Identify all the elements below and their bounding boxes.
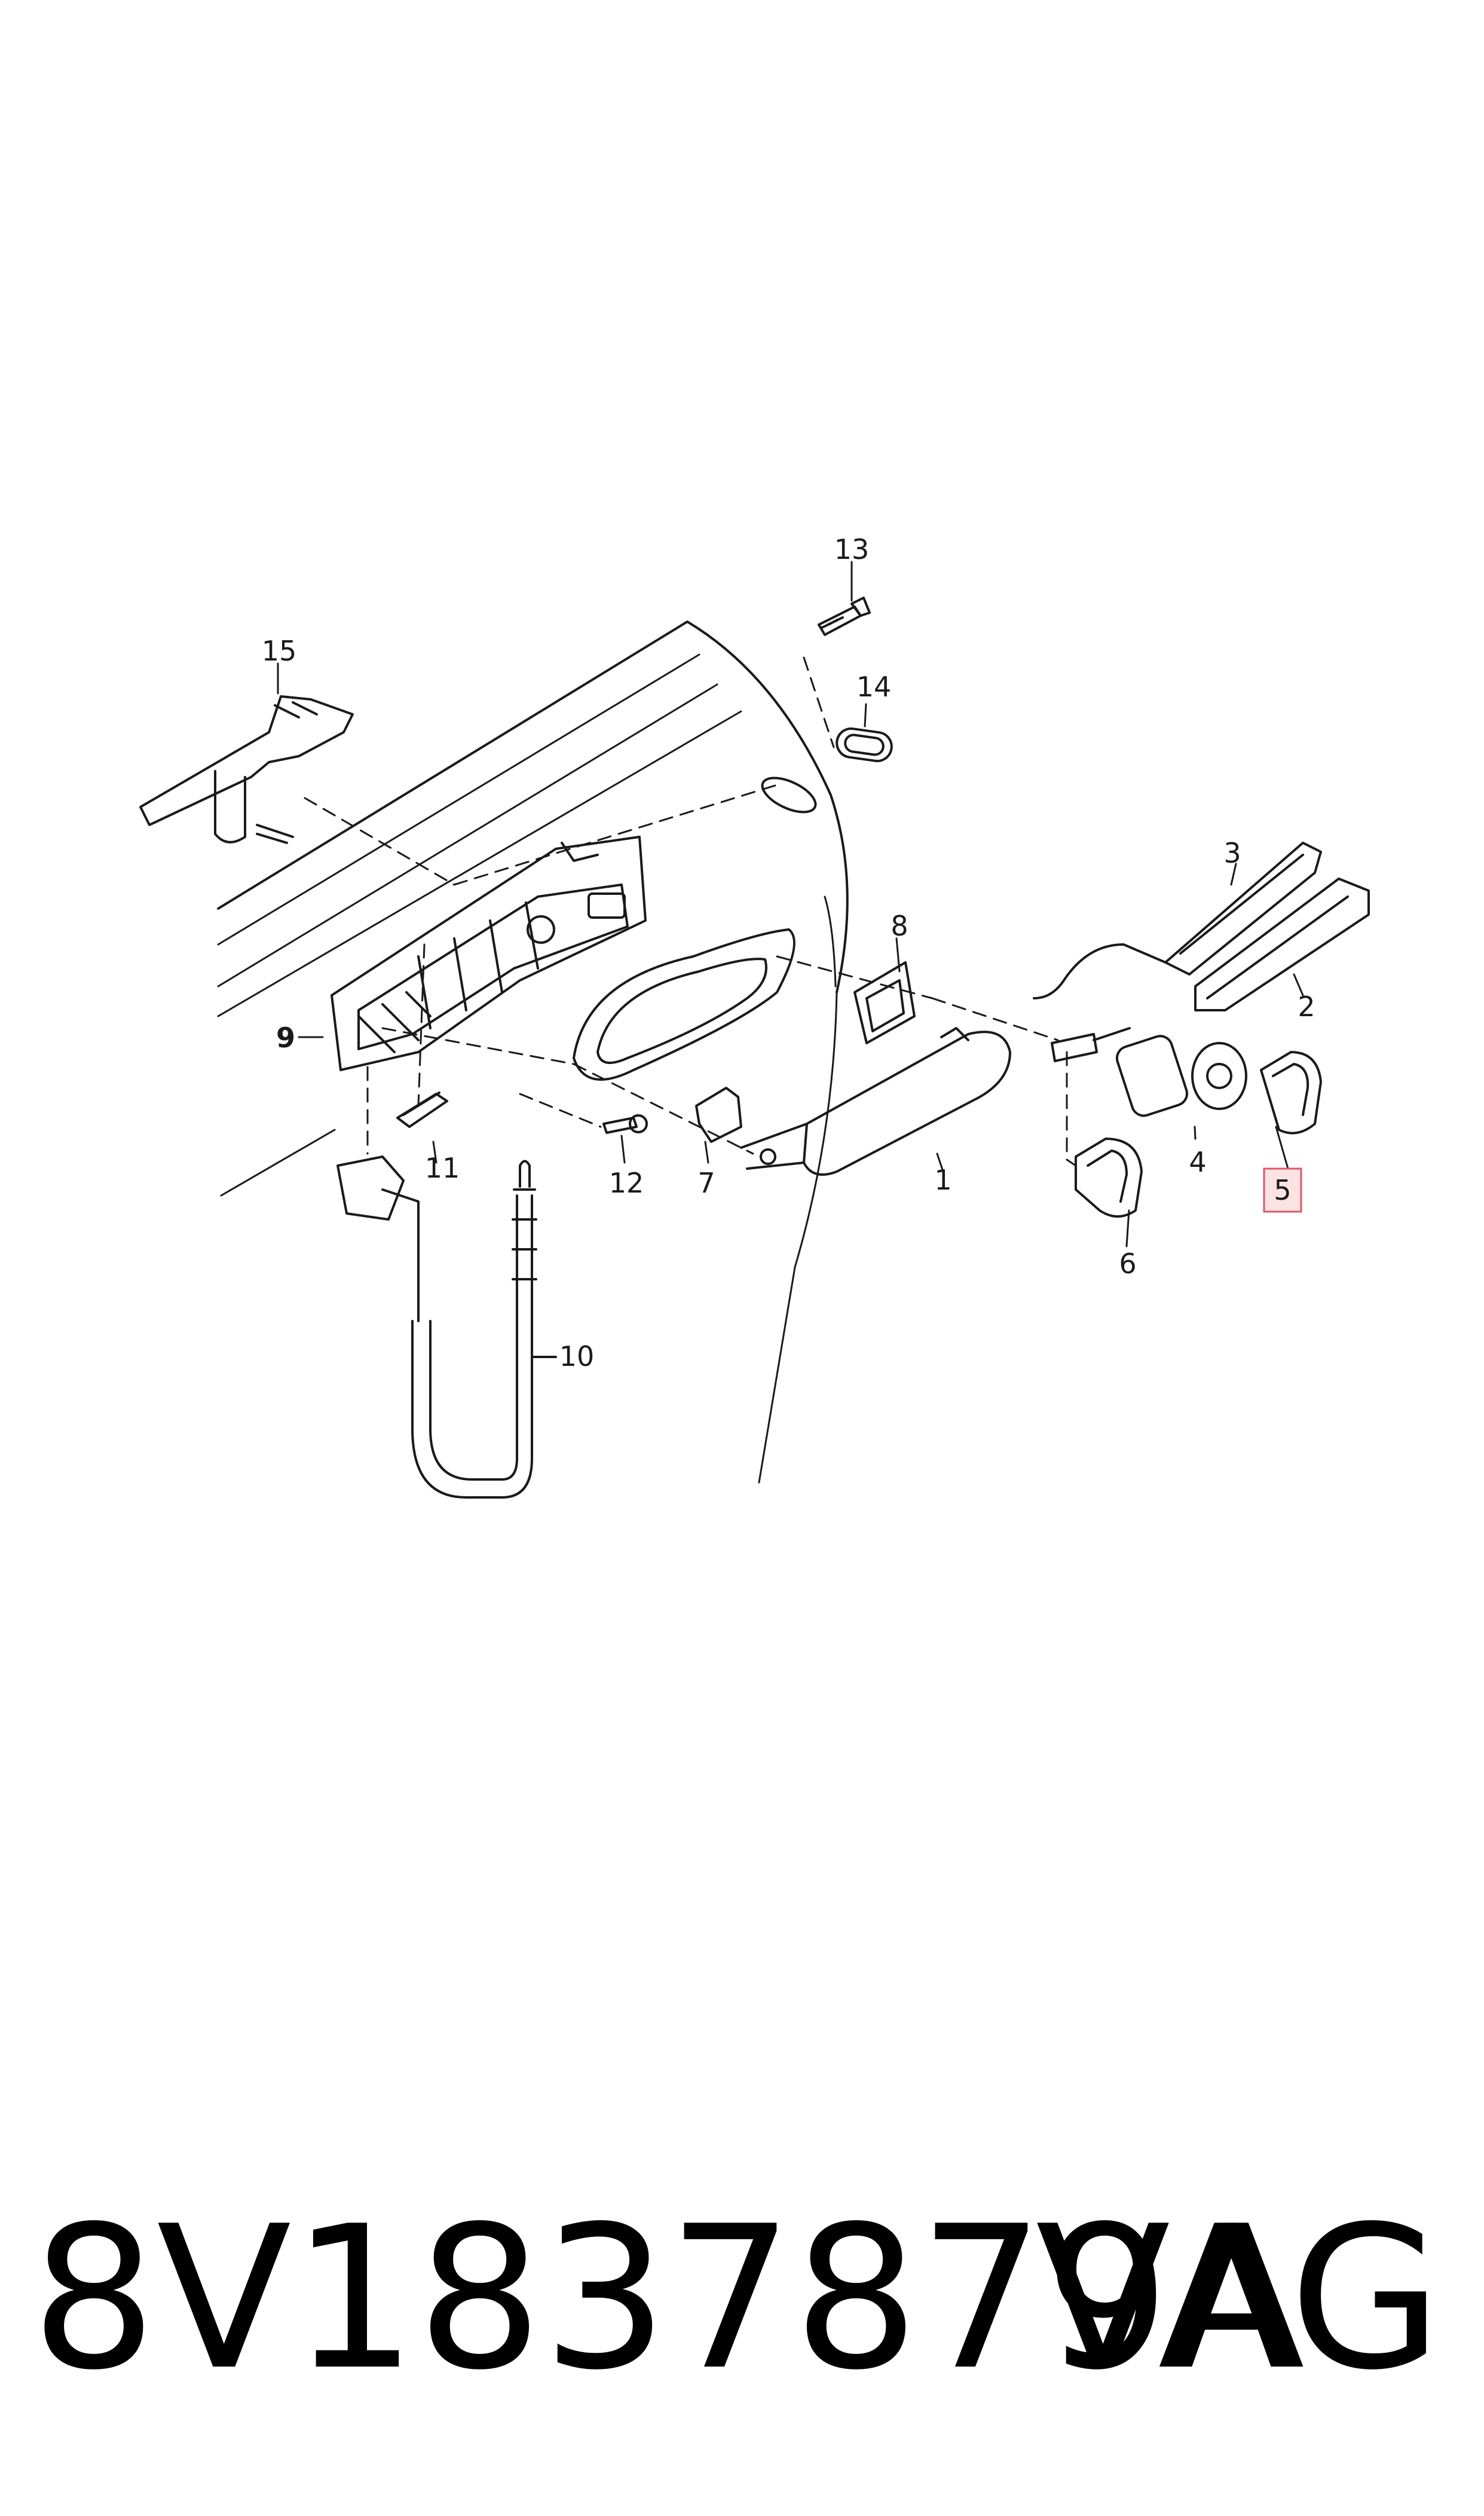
- clip-part-11: [396, 1092, 448, 1128]
- callout-5: 5: [1274, 1174, 1291, 1206]
- clip-part-7: [695, 1087, 742, 1143]
- callout-13: 13: [834, 533, 870, 565]
- callout-9: 9: [276, 1022, 295, 1054]
- screw-part-13: [818, 597, 871, 636]
- outer-handle-part-1: [740, 1027, 1011, 1176]
- callout-3: 3: [1223, 837, 1241, 869]
- handle-recess-plate: [573, 928, 795, 1081]
- sensor-strip-part-2: [1194, 878, 1370, 1011]
- callout-6: 6: [1119, 1248, 1136, 1280]
- door-panel: [217, 620, 849, 1484]
- callout-leaders: [277, 561, 1304, 1358]
- lock-cylinder-part-4: [1051, 1027, 1247, 1117]
- exploded-view-drawing: 1 2 3 4 5 6 7 8 9 10 11 12 13 14 15: [139, 533, 1370, 1499]
- end-cap-part-5: [1260, 1051, 1322, 1135]
- callout-10: 10: [559, 1340, 595, 1372]
- grommet-part-14: [836, 727, 893, 763]
- callout-11: 11: [425, 1152, 460, 1184]
- callout-2: 2: [1298, 990, 1315, 1023]
- brand-name: VAG: [1035, 2184, 1442, 2413]
- end-cap-part-6: [1075, 1138, 1143, 1218]
- callout-14: 14: [856, 671, 892, 703]
- callout-7: 7: [697, 1167, 715, 1199]
- highlight-box-callout-5: [1263, 1167, 1302, 1213]
- carrier-bracket-part-9: [331, 836, 647, 1071]
- sensor-strip-part-3: [1033, 842, 1322, 999]
- screw-part-12: [602, 1114, 648, 1134]
- assembly-dash-lines: [304, 656, 1077, 1167]
- trim-plate-part-8: [853, 961, 916, 1044]
- part-number: 8V1837879A: [31, 2184, 1305, 2413]
- callout-15: 15: [262, 635, 297, 667]
- callout-12: 12: [609, 1167, 644, 1199]
- cover-cap-part-15: [139, 695, 354, 844]
- callout-4: 4: [1189, 1146, 1206, 1178]
- callout-8: 8: [891, 910, 908, 942]
- callout-1: 1: [934, 1164, 951, 1196]
- bowden-cable-part-10: [336, 1155, 557, 1499]
